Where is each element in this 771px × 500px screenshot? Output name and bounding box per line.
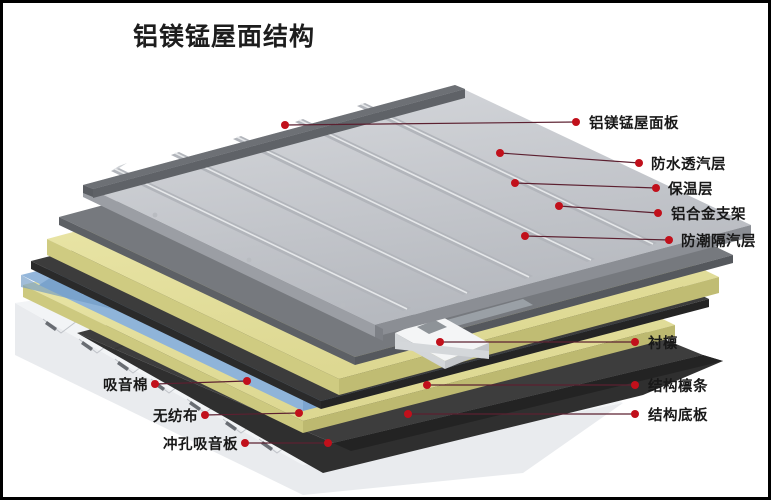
leader-dot-label-wool bbox=[151, 380, 159, 388]
page-title: 铝镁锰屋面结构 bbox=[133, 22, 316, 51]
callout-label-subpurlin: 衬檩 bbox=[648, 336, 678, 352]
leader-dot-label-insulation bbox=[652, 184, 660, 192]
callout-label-deck: 结构底板 bbox=[648, 408, 708, 424]
leader-dot-anchor-membrane bbox=[496, 149, 504, 157]
leader-line-wool bbox=[154, 380, 248, 385]
leader-dot-label-panel bbox=[572, 118, 580, 126]
leader-line-insulation bbox=[514, 182, 657, 189]
leader-dot-anchor-purlin bbox=[423, 381, 431, 389]
leader-dot-label-purlin bbox=[631, 381, 639, 389]
callout-label-bracket: 铝合金支架 bbox=[671, 207, 746, 223]
leader-line-bracket bbox=[558, 205, 659, 214]
callout-leader-lines bbox=[151, 118, 673, 447]
leader-dot-label-bracket bbox=[654, 209, 662, 217]
leader-dot-anchor-bracket bbox=[555, 202, 563, 210]
callout-label-membrane: 防水透汽层 bbox=[651, 157, 726, 173]
callout-label-vapour: 防潮隔汽层 bbox=[681, 234, 756, 250]
leader-dot-anchor-deck bbox=[404, 410, 412, 418]
leader-dot-label-nonwoven bbox=[201, 411, 209, 419]
leader-dot-anchor-wool bbox=[243, 377, 251, 385]
leader-dot-label-subpurlin bbox=[631, 338, 639, 346]
leader-dot-anchor-perforated bbox=[324, 439, 332, 447]
callout-label-nonwoven: 无纺布 bbox=[153, 409, 198, 425]
leader-dot-label-deck bbox=[631, 410, 639, 418]
leader-line-panel bbox=[284, 121, 577, 126]
leader-dot-anchor-insulation bbox=[511, 179, 519, 187]
leader-dot-anchor-panel bbox=[281, 121, 289, 129]
roof-structure-illustration bbox=[15, 85, 751, 495]
callout-label-wool: 吸音棉 bbox=[103, 378, 148, 394]
leader-dot-label-vapour bbox=[665, 236, 673, 244]
callout-label-insulation: 保温层 bbox=[668, 182, 713, 198]
leader-dot-anchor-nonwoven bbox=[295, 409, 303, 417]
leader-line-membrane bbox=[499, 152, 640, 164]
leader-dot-anchor-subpurlin bbox=[436, 338, 444, 346]
leader-dot-label-perforated bbox=[241, 439, 249, 447]
leader-line-nonwoven bbox=[204, 412, 300, 416]
leader-dot-anchor-vapour bbox=[521, 232, 529, 240]
leader-line-vapour bbox=[524, 235, 670, 241]
callout-label-panel: 铝镁锰屋面板 bbox=[589, 116, 679, 132]
callout-label-purlin: 结构檩条 bbox=[648, 379, 708, 395]
callout-label-perforated: 冲孔吸音板 bbox=[163, 437, 238, 453]
leader-dot-label-membrane bbox=[635, 159, 643, 167]
